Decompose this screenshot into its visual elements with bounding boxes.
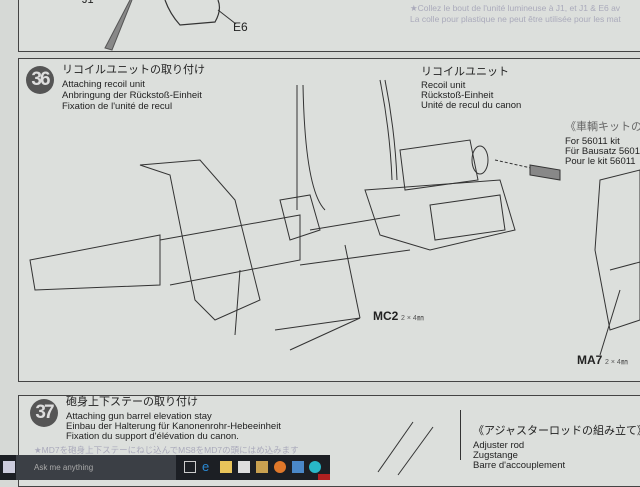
recoil-unit-de: Rückstoß-Einheit — [421, 90, 494, 101]
kit-jp: 《車輌キットの場 — [565, 121, 640, 133]
adjuster-rod-fr: Barre d'accouplement — [473, 460, 566, 471]
app-icon-3[interactable] — [309, 461, 321, 473]
note-line-1: ★Collez le bout de l'unité lumineuse à J… — [410, 3, 621, 13]
recoil-unit-jp: リコイルユニット — [421, 66, 509, 78]
search-input[interactable]: Ask me anything — [16, 455, 176, 480]
adjuster-rod-en: Adjuster rod — [473, 440, 525, 451]
divider — [460, 410, 461, 460]
app-icon-2[interactable] — [292, 461, 304, 473]
step-number-37: 37 — [30, 399, 58, 427]
kit-fr: Pour le kit 56011 — [565, 156, 636, 167]
kit-de: Für Bausatz 56011 — [565, 146, 640, 157]
step-number-36: 36 — [26, 66, 54, 94]
recoil-unit-en: Recoil unit — [421, 80, 466, 91]
step-36-title-jp: リコイルユニットの取り付け — [62, 64, 205, 76]
screw-mc2-label: MC2 — [373, 309, 399, 323]
screw-ma7-size: 2 × 4㎜ — [604, 359, 628, 366]
step-36-title-en: Attaching recoil unit — [62, 79, 145, 90]
part-label-e6: E6 — [233, 20, 248, 34]
recoil-unit-illustration — [29, 79, 640, 356]
browser-icon[interactable] — [274, 461, 286, 473]
screw-ma7-label: MA7 — [577, 353, 603, 367]
app-icon-4[interactable] — [318, 474, 330, 480]
taskbar: Ask me anything e — [0, 455, 330, 480]
step-37-title-fr: Fixation du support d'élévation du canon… — [66, 431, 239, 442]
edge-icon[interactable]: e — [202, 459, 210, 474]
app-icon[interactable] — [256, 461, 268, 473]
step-36-title-fr: Fixation de l'unité de recul — [62, 101, 173, 112]
step-36-panel — [18, 58, 640, 382]
windows-start-icon[interactable] — [3, 461, 15, 473]
store-icon[interactable] — [238, 461, 250, 473]
screw-ma7: MA7 2 × 4㎜ — [577, 353, 628, 368]
part-label-j1: J1 — [82, 0, 94, 6]
top-illustration — [104, 0, 237, 51]
task-view-icon[interactable] — [184, 461, 196, 473]
kit-en: For 56011 kit — [565, 136, 620, 147]
step-37-title-jp: 砲身上下ステーの取り付け — [66, 396, 198, 408]
step-37-note: ★MD7を砲身上下ステーにねじ込んでMS8をMD7の頭にはめ込みます — [34, 445, 299, 455]
step-37-title-de: Einbau der Halterung für Kanonenrohr-Heb… — [66, 421, 281, 432]
step-37-title-en: Attaching gun barrel elevation stay — [66, 411, 212, 422]
step-36-title-de: Anbringung der Rückstoß-Einheit — [62, 90, 202, 101]
screw-mc2-size: 2 × 4㎜ — [400, 315, 424, 322]
adjuster-rod-de: Zugstange — [473, 450, 518, 461]
file-explorer-icon[interactable] — [220, 461, 232, 473]
recoil-unit-fr: Unité de recul du canon — [421, 100, 522, 111]
adjuster-rod-jp: 《アジャスターロッドの組み立て》 — [473, 425, 640, 437]
search-placeholder: Ask me anything — [34, 463, 94, 472]
screw-mc2: MC2 2 × 4㎜ — [373, 309, 424, 324]
note-line-2: La colle pour plastique ne peut être uti… — [410, 14, 621, 24]
